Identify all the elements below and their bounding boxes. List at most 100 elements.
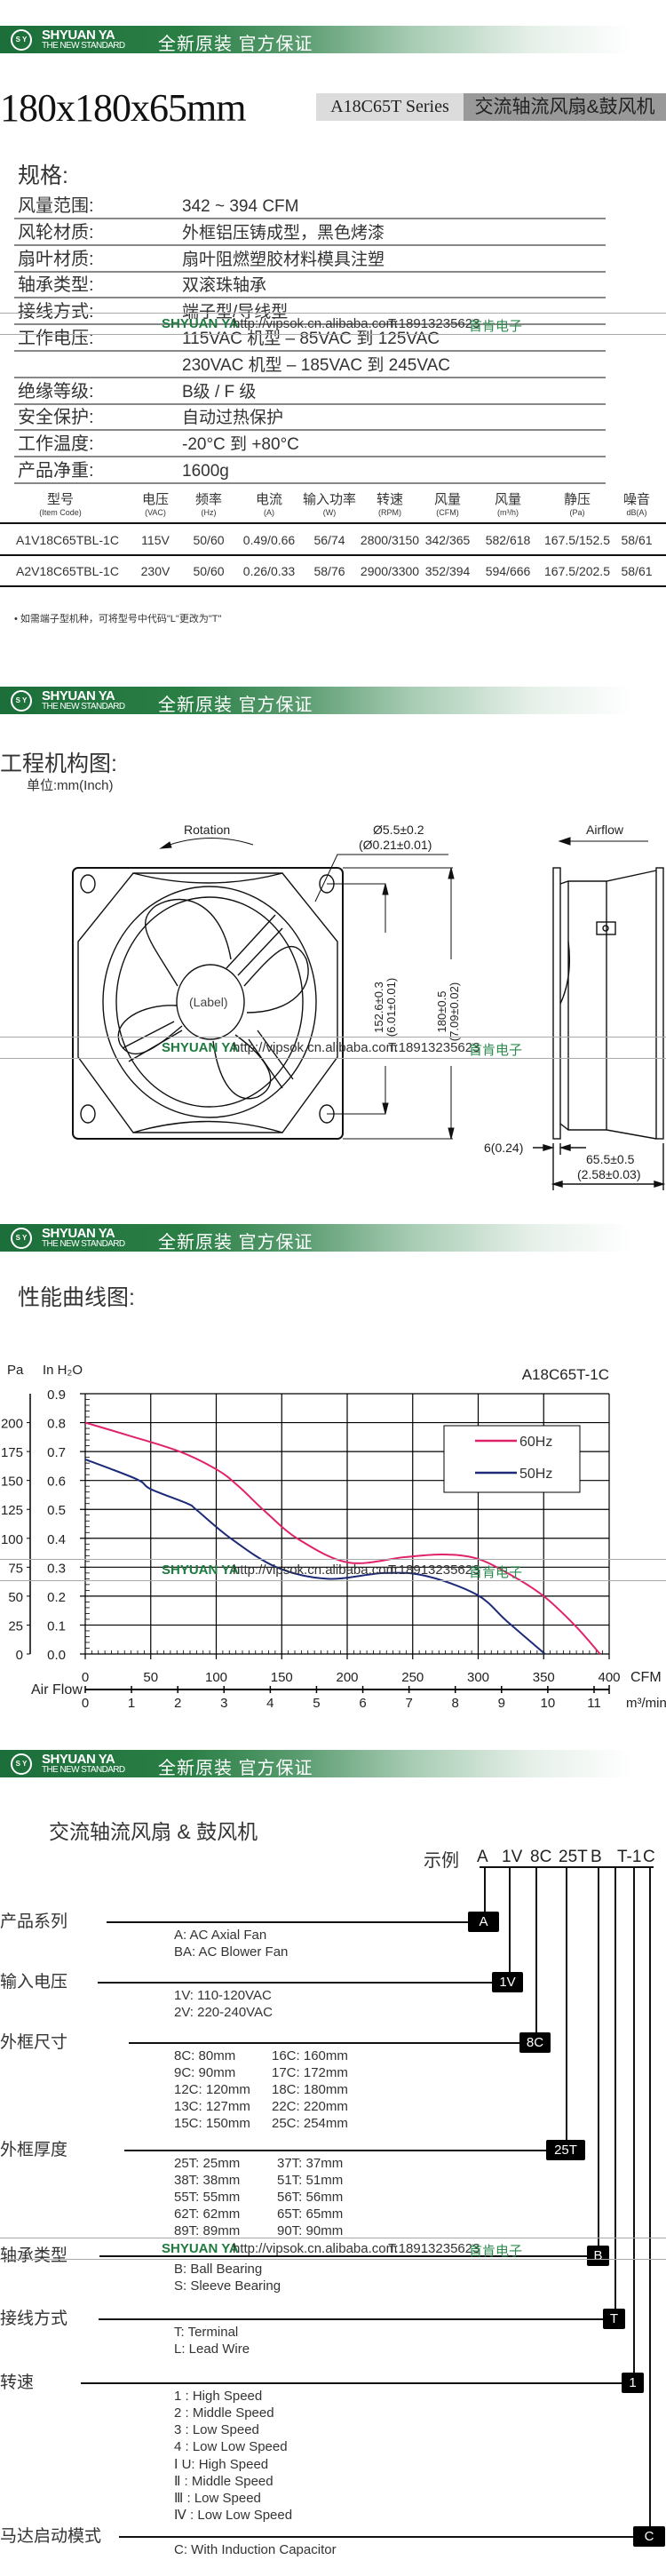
unit-label: 单位:mm(Inch) <box>27 778 114 793</box>
connector-line <box>484 1867 486 1921</box>
column-unit: (CFM) <box>436 508 459 517</box>
code-option: BA: AC Blower Fan <box>174 1944 289 1960</box>
connector-line <box>598 1867 599 2255</box>
table-cell: 2800/3150 <box>360 533 420 547</box>
x-tick-label: 50 <box>143 1670 158 1685</box>
category-line <box>99 2255 587 2257</box>
spec-value: B级 / F 级 <box>182 382 257 402</box>
connector-line <box>509 1867 511 1982</box>
code-option: 4 : Low Low Speed <box>174 2439 288 2454</box>
column-name: 型号 <box>46 492 75 507</box>
code-option: 2V: 220-240VAC <box>174 2005 273 2020</box>
spec-value: 342 ~ 394 CFM <box>182 197 299 216</box>
table-row-rule <box>0 585 666 587</box>
table-header: 转速(RPM) <box>377 493 403 520</box>
table-header: 输入功率(W) <box>303 493 356 520</box>
column-name: 风量 <box>494 492 522 507</box>
column-name: 频率 <box>194 492 223 507</box>
watermark-url: http://vipsok.cn.alibaba.com <box>233 1562 398 1578</box>
hub <box>176 964 245 1040</box>
spec-row: 绝缘等级: B级 / F 级 <box>14 378 606 405</box>
depth-dimension: 65.5±0.5 <box>586 1152 635 1166</box>
code-option: 13C: 127mm <box>174 2099 250 2114</box>
inh2o-axis-title: In H₂O <box>43 1363 83 1378</box>
brand-tagline: THE NEW STANDARD <box>42 41 125 51</box>
y-tick-label: 0.4 <box>47 1532 66 1547</box>
column-name: 转速 <box>376 492 404 507</box>
table-cell: 58/76 <box>313 564 345 578</box>
table-cell: 594/666 <box>485 564 531 578</box>
watermark-brand: SHYUAN YA <box>162 316 239 331</box>
example-code: T-1 <box>617 1848 642 1866</box>
code-option: 38T: 38mm <box>174 2173 241 2188</box>
code-option: 22C: 220mm <box>272 2099 348 2114</box>
type-badge: 交流轴流风扇&鼓风机 <box>464 93 666 121</box>
airflow-label: Airflow <box>586 823 624 837</box>
code-option: 3 : Low Speed <box>174 2422 259 2437</box>
code-option: T: Terminal <box>174 2325 239 2340</box>
code-option: 51T: 51mm <box>277 2173 344 2188</box>
spec-value: 端子型/导线型 <box>182 303 289 322</box>
table-header: 风量(m³/h) <box>495 493 521 520</box>
m3min-tick-label: 7 <box>405 1696 412 1711</box>
table-cell: 58/61 <box>621 533 653 547</box>
table-row-rule <box>0 554 666 556</box>
column-unit: (Item Code) <box>39 508 82 517</box>
code-option: 18C: 180mm <box>272 2082 348 2097</box>
example-code: C <box>643 1848 655 1866</box>
m3min-unit: m³/min <box>626 1696 666 1711</box>
depth-dimension-inch: (2.58±0.03) <box>577 1167 641 1181</box>
label-area: (Label) <box>189 995 228 1009</box>
spec-label: 绝缘等级: <box>18 381 94 402</box>
column-unit: (A) <box>263 508 274 517</box>
code-option: A: AC Axial Fan <box>174 1928 267 1943</box>
watermark-phone: T:18913235623 <box>388 316 480 331</box>
code-option: 62T: 62mm <box>174 2206 241 2222</box>
series-50Hz-line <box>84 1458 546 1655</box>
table-header-rule <box>0 522 666 524</box>
y-tick-label: 0.7 <box>47 1445 66 1460</box>
category-label: 转速 <box>0 2373 35 2392</box>
pa-tick-label: 150 <box>1 1475 23 1490</box>
category-line <box>81 2382 622 2384</box>
y-tick-label: 0.1 <box>47 1618 66 1634</box>
watermark-url: http://vipsok.cn.alibaba.com <box>233 2241 398 2256</box>
spec-value: 外框铝压铸成型，黑色烤漆 <box>182 223 385 242</box>
example-code: 25T <box>559 1848 588 1866</box>
spec-label: 轴承类型: <box>18 275 94 296</box>
code-option: 90T: 90mm <box>277 2223 344 2238</box>
brand-name: SHYUAN YA <box>42 1226 115 1241</box>
flange-dimension: 6(0.24) <box>484 1141 524 1155</box>
spec-value: 230VAC 机型 – 185VAC 到 245VAC <box>182 355 451 375</box>
y-tick-label: 0.0 <box>47 1648 66 1663</box>
m3min-tick-label: 8 <box>452 1696 459 1711</box>
code-option: Ⅲ : Low Speed <box>174 2491 261 2506</box>
code-option: 1 : High Speed <box>174 2389 263 2404</box>
spec-label: 安全保护: <box>18 408 94 428</box>
spec-label: 工作电压: <box>18 329 94 348</box>
code-option: 55T: 55mm <box>174 2190 241 2205</box>
table-cell: 115V <box>141 533 170 547</box>
column-unit: (VAC) <box>145 508 166 517</box>
code-option: 2 : Middle Speed <box>174 2405 274 2421</box>
spec-row: 产品净重:1600g <box>14 457 606 484</box>
table-cell: 167.5/202.5 <box>544 564 610 578</box>
specs-heading: 规格: <box>18 163 68 188</box>
column-unit: (m³/h) <box>496 508 519 517</box>
spec-row: 轴承类型:双滚珠轴承 <box>14 272 606 299</box>
category-label: 外框厚度 <box>0 2141 68 2159</box>
spec-value: 自动过热保护 <box>182 409 284 428</box>
category-line <box>124 2150 546 2151</box>
performance-heading: 性能曲线图: <box>18 1285 135 1310</box>
code-box-A: A <box>468 1912 499 1932</box>
pa-tick-label: 0 <box>16 1648 23 1663</box>
category-line <box>98 1982 492 1984</box>
legend-label: 60Hz <box>519 1435 552 1450</box>
y-tick-label: 0.2 <box>47 1590 66 1605</box>
series-60Hz-line <box>84 1421 601 1655</box>
code-option: S: Sleeve Bearing <box>174 2278 281 2294</box>
